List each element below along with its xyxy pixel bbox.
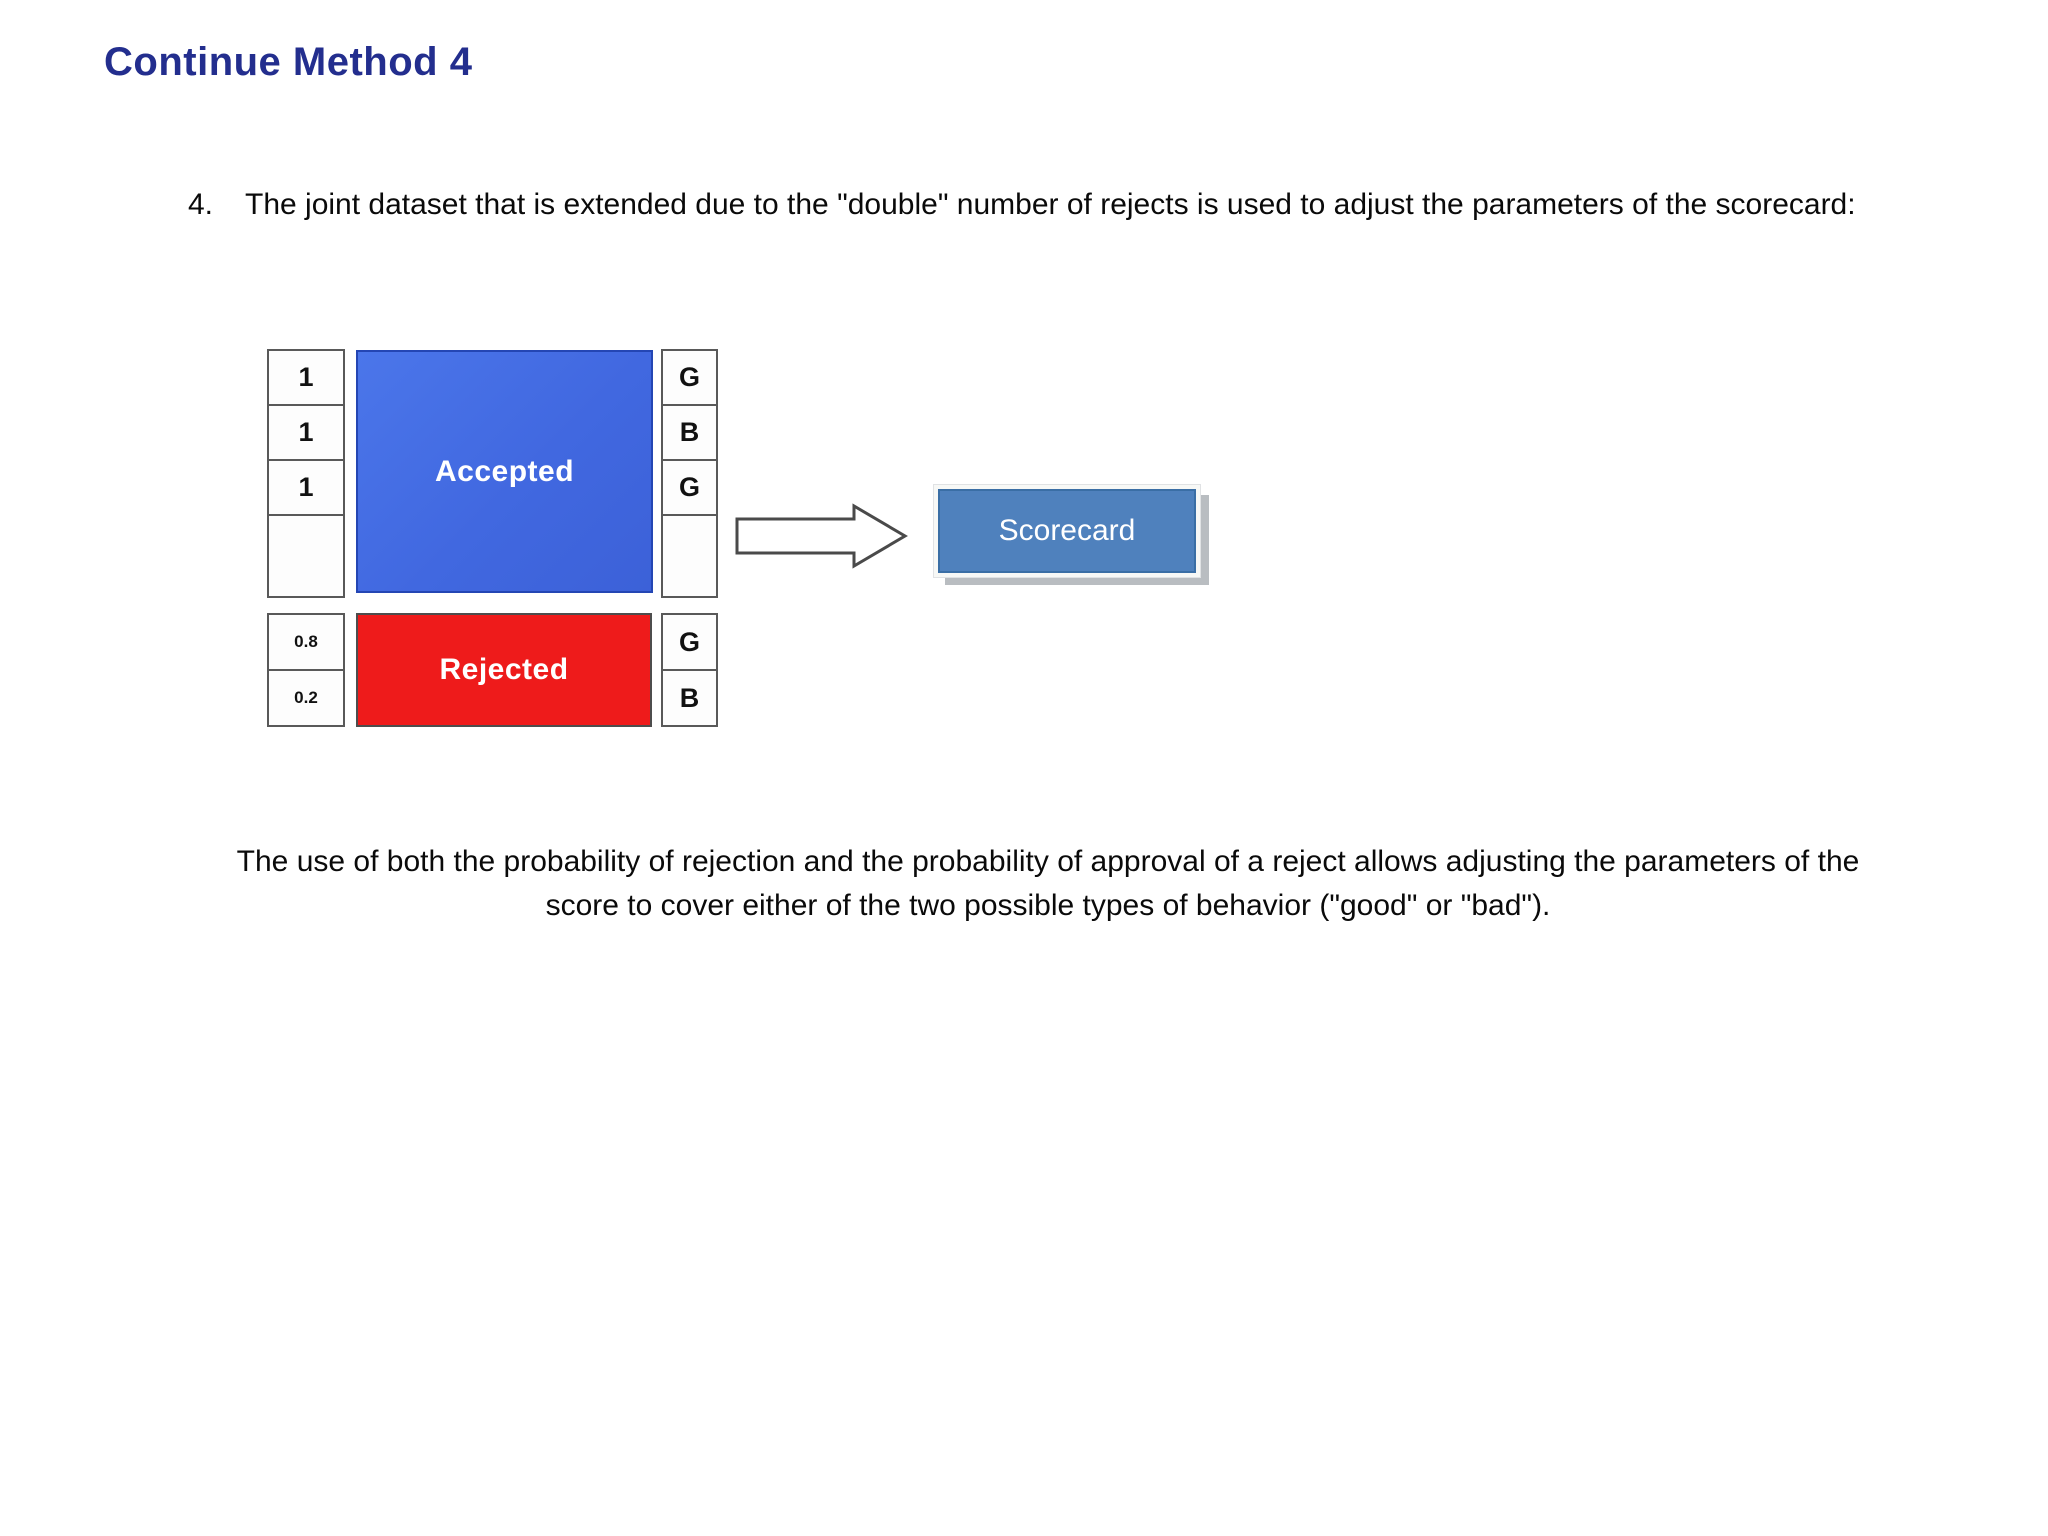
rejected-probability-column: 0.8 0.2 bbox=[267, 613, 345, 727]
list-text: The joint dataset that is extended due t… bbox=[245, 188, 1856, 221]
footer-note: The use of both the probability of rejec… bbox=[236, 845, 1860, 923]
list-number: 4. bbox=[188, 188, 214, 221]
scorecard-frame: Scorecard bbox=[933, 484, 1201, 578]
page-title: Continue Method 4 bbox=[104, 40, 473, 84]
scorecard-box: Scorecard bbox=[938, 489, 1196, 573]
rejected-outcome-cell: G bbox=[661, 613, 718, 671]
numbered-item: 4. The joint dataset that is extended du… bbox=[188, 184, 1868, 225]
rejected-box: Rejected bbox=[356, 613, 652, 727]
accepted-prob-cell: 1 bbox=[267, 404, 345, 461]
accepted-outcome-cell: G bbox=[661, 459, 718, 516]
accepted-outcome-cell: G bbox=[661, 349, 718, 406]
rejected-prob-cell: 0.8 bbox=[267, 613, 345, 671]
accepted-outcome-cell: B bbox=[661, 404, 718, 461]
rejected-outcome-cell: B bbox=[661, 669, 718, 727]
accepted-outcome-cell-empty bbox=[661, 514, 718, 598]
accepted-prob-cell: 1 bbox=[267, 459, 345, 516]
accepted-box: Accepted bbox=[356, 350, 653, 593]
accepted-outcome-column: G B G bbox=[661, 349, 718, 598]
accepted-probability-column: 1 1 1 bbox=[267, 349, 345, 598]
right-arrow-icon bbox=[735, 503, 909, 571]
rejected-outcome-column: G B bbox=[661, 613, 718, 727]
accepted-prob-cell-empty bbox=[267, 514, 345, 598]
accepted-prob-cell: 1 bbox=[267, 349, 345, 406]
rejected-prob-cell: 0.2 bbox=[267, 669, 345, 727]
